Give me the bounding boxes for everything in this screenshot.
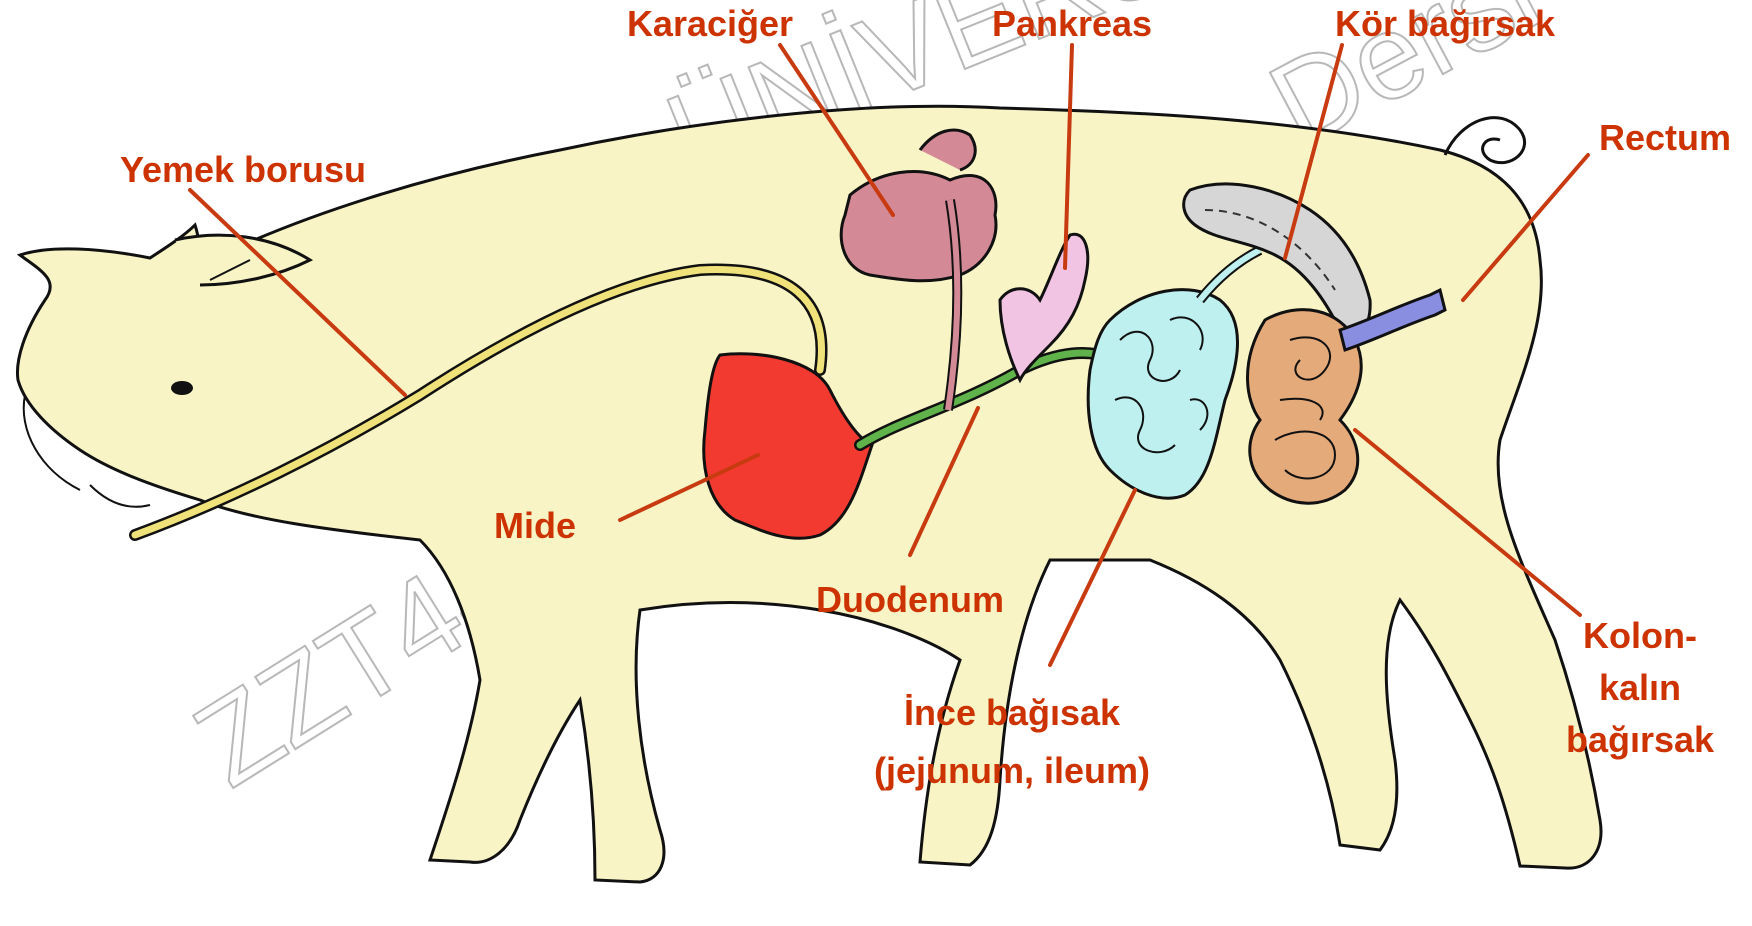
label-kolon: Kolon- [1583, 615, 1697, 656]
label-pankreas: Pankreas [992, 3, 1152, 44]
label-bagirsak: bağırsak [1566, 719, 1715, 760]
label-ince-bagisak: İnce bağısak [904, 692, 1121, 733]
label-kalin: kalın [1599, 667, 1681, 708]
label-duodenum: Duodenum [816, 579, 1004, 620]
label-karaciger: Karaciğer [627, 3, 793, 44]
label-rectum: Rectum [1599, 117, 1731, 158]
liver [841, 172, 996, 281]
label-ince-bagisak-sub: (jejunum, ileum) [874, 750, 1150, 791]
pig-mouth [90, 485, 150, 507]
pig-eye [171, 381, 193, 395]
label-yemek-borusu: Yemek borusu [120, 149, 366, 190]
label-kor-bagirsak: Kör bağırsak [1335, 3, 1556, 44]
label-mide: Mide [494, 505, 576, 546]
